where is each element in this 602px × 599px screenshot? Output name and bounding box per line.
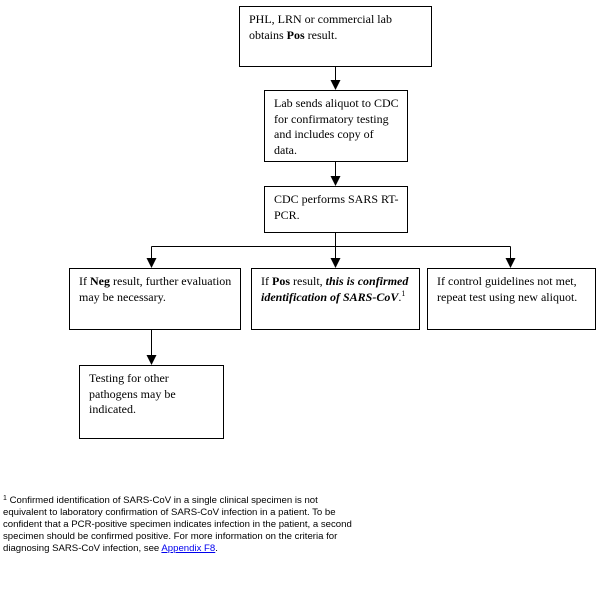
box-lab-obtains-result: PHL, LRN or commercial lab obtains Pos r… <box>239 6 432 67</box>
arrowhead-to-pos <box>330 258 341 268</box>
box-neg-result: If Neg result, further evaluation may be… <box>69 268 241 330</box>
arrowhead-to-sends <box>330 80 341 90</box>
arrowhead-to-neg <box>146 258 157 268</box>
arrowhead-to-cdc <box>330 176 341 186</box>
box-control-guidelines: If control guidelines not met, repeat te… <box>427 268 596 330</box>
footnote-number: 1 <box>3 495 7 502</box>
pos-bold-text: Pos <box>286 27 305 42</box>
confirmed-identification-text: this is confirmed identification of SARS… <box>261 274 409 304</box>
box-other-pathogens: Testing for other pathogens may be indic… <box>79 365 224 439</box>
neg-bold-text: Neg <box>90 274 110 288</box>
box-lab-sends-aliquot: Lab sends aliquot to CDC for confirmator… <box>264 90 408 162</box>
box-pos-result: If Pos result, this is confirmed identif… <box>251 268 420 330</box>
appendix-f8-link[interactable]: Appendix F8 <box>161 543 216 555</box>
box-cdc-performs-pcr: CDC performs SARS RT-PCR. <box>264 186 408 233</box>
arrowhead-to-pathogens <box>146 355 157 365</box>
footnote-marker: 1 <box>401 288 406 298</box>
footnote-text: Confirmed identification of SARS-CoV in … <box>3 495 352 555</box>
footnote: 1 Confirmed identification of SARS-CoV i… <box>3 495 352 555</box>
pos-result-bold-text: Pos <box>272 274 290 288</box>
arrowhead-to-control <box>505 258 516 268</box>
